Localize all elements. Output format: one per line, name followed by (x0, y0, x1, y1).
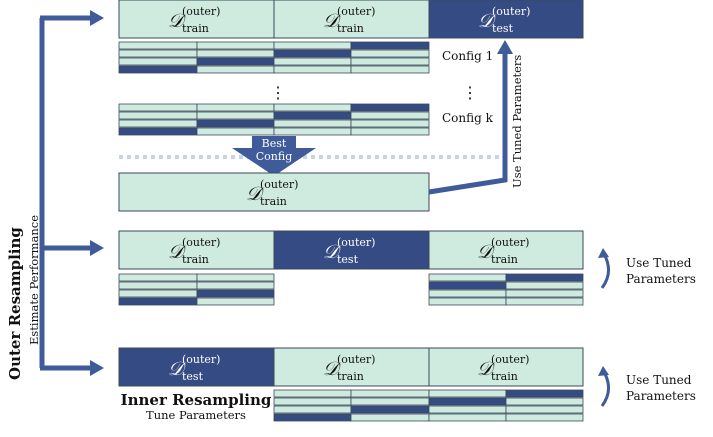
fold-2-inner-grid-right (428, 273, 584, 306)
svg-text:test: test (337, 253, 359, 266)
svg-text:(outer): (outer) (260, 178, 298, 191)
fold-2-inner-grid-left (118, 273, 275, 306)
svg-text:𝒟: 𝒟 (323, 10, 342, 32)
vdots-grid: ⋮ (270, 83, 286, 102)
svg-text:𝒟: 𝒟 (168, 358, 187, 380)
svg-text:train: train (337, 370, 364, 383)
arrow-to-fold-2 (90, 240, 104, 256)
label-d-train-f1a: 𝒟 (outer) train (168, 5, 220, 35)
svg-text:(outer): (outer) (182, 236, 220, 249)
svg-text:(outer): (outer) (491, 353, 529, 366)
label-d-train-retrain: 𝒟 (outer) train (246, 178, 298, 208)
svg-text:𝒟: 𝒟 (168, 10, 187, 32)
label-d-train-f1b: 𝒟 (outer) train (323, 5, 375, 35)
config-1-inner-grid (118, 41, 430, 74)
svg-text:𝒟: 𝒟 (323, 358, 342, 380)
label-d-test-f1: 𝒟 (outer) test (478, 5, 530, 35)
vdots-config: ⋮ (462, 83, 478, 102)
label-d-train-f3b: 𝒟 (outer) train (477, 353, 529, 383)
fold1-train-block-b (273, 0, 430, 39)
config-k-label: Config k (442, 111, 494, 125)
outer-resampling-subtitle: Estimate Performance (27, 215, 41, 345)
best-config-label-1: Best (262, 137, 287, 150)
fold1-train-block-a (118, 0, 275, 39)
label-d-train-f2b: 𝒟 (outer) train (477, 236, 529, 266)
label-d-train-f2a: 𝒟 (outer) train (168, 236, 220, 266)
svg-text:(outer): (outer) (182, 353, 220, 366)
label-d-test-f2: 𝒟 (outer) test (323, 236, 375, 266)
fold2-test-block (273, 230, 430, 270)
use-tuned-label-fold3-1: Use Tuned (626, 373, 692, 387)
inner-resampling-subtitle: Tune Parameters (146, 408, 246, 422)
label-d-train-f3a: 𝒟 (outer) train (323, 353, 375, 383)
arrow-to-fold-1 (90, 10, 104, 26)
fold3-test-block (118, 347, 275, 387)
svg-text:𝒟: 𝒟 (477, 241, 496, 263)
config-k-inner-grid (118, 103, 430, 136)
dataset-labels: 𝒟 (outer) train 𝒟 (outer) train 𝒟 (outer… (168, 5, 530, 383)
svg-text:train: train (337, 22, 364, 35)
fold-3-inner-grid (273, 389, 584, 422)
svg-text:(outer): (outer) (337, 5, 375, 18)
svg-text:test: test (182, 370, 204, 383)
fold2-train-block-a (118, 230, 275, 270)
svg-text:train: train (491, 370, 518, 383)
fold2-train-block-b (428, 230, 584, 270)
svg-text:(outer): (outer) (182, 5, 220, 18)
fold1-test-block (428, 0, 584, 39)
best-config-arrow (232, 136, 316, 176)
svg-text:train: train (182, 253, 209, 266)
svg-text:test: test (492, 22, 514, 35)
svg-text:𝒟: 𝒟 (477, 358, 496, 380)
fold3-train-block-b (428, 347, 584, 387)
fold-3-bar (118, 347, 584, 387)
retrain-train-block (118, 172, 430, 212)
svg-text:𝒟: 𝒟 (323, 241, 342, 263)
svg-text:𝒟: 𝒟 (246, 183, 265, 205)
arrow-to-fold-3 (90, 360, 104, 376)
svg-text:(outer): (outer) (337, 236, 375, 249)
svg-text:(outer): (outer) (491, 236, 529, 249)
use-tuned-arrow-fold3 (598, 366, 610, 407)
inner-resampling-title: Inner Resampling (121, 391, 272, 409)
svg-text:𝒟: 𝒟 (478, 10, 497, 32)
svg-text:train: train (182, 22, 209, 35)
use-tuned-arrow-fold1 (428, 40, 513, 195)
use-tuned-label-fold2-1: Use Tuned (626, 256, 692, 270)
fold3-train-block-a (273, 347, 430, 387)
outer-resampling-title: Outer Resampling (6, 227, 24, 380)
best-config-label-2: Config (256, 150, 293, 163)
fold-1-bar (118, 0, 584, 39)
outer-resampling-arrows (39, 10, 104, 376)
svg-text:(outer): (outer) (492, 5, 530, 18)
svg-text:𝒟: 𝒟 (168, 241, 187, 263)
config-1-label: Config 1 (442, 49, 493, 63)
use-tuned-label-fold3-2: Parameters (626, 389, 696, 403)
svg-text:(outer): (outer) (337, 353, 375, 366)
fold-2-bar (118, 230, 584, 270)
label-d-test-f3: 𝒟 (outer) test (168, 353, 220, 383)
svg-text:train: train (491, 253, 518, 266)
use-tuned-vertical-label: Use Tuned Parameters (510, 55, 524, 188)
use-tuned-label-fold2-2: Parameters (626, 272, 696, 286)
use-tuned-arrow-fold2 (598, 248, 610, 289)
svg-text:train: train (260, 195, 287, 208)
